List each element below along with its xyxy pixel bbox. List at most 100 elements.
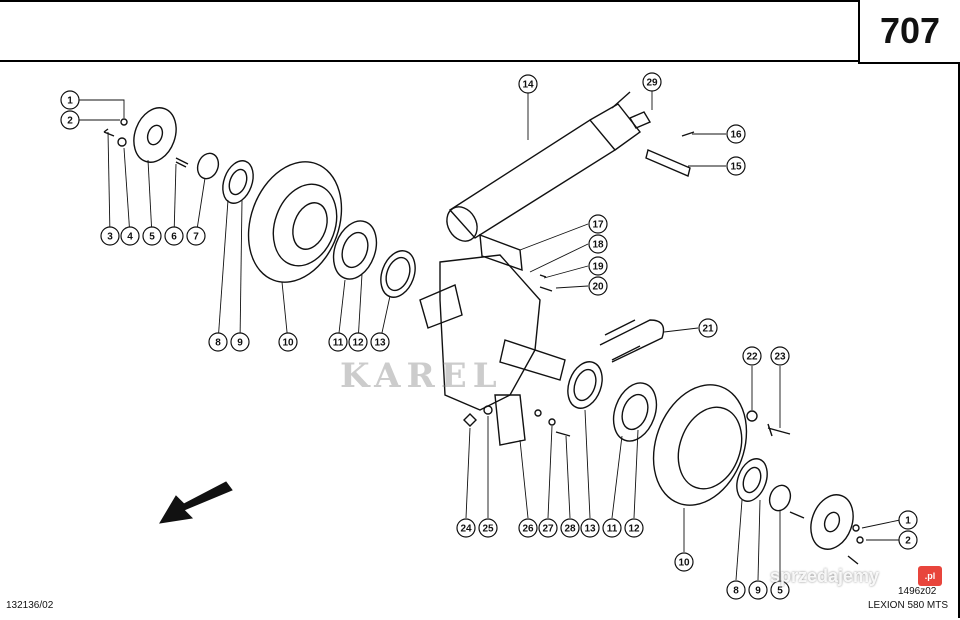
callout-label: 7 bbox=[193, 232, 199, 243]
seal-ring-right bbox=[567, 361, 603, 409]
callout-c12b: 12 bbox=[624, 518, 644, 538]
callout-label: 22 bbox=[746, 352, 758, 363]
callout-label: 10 bbox=[678, 558, 690, 569]
callout-label: 29 bbox=[646, 78, 658, 89]
callout-c28: 28 bbox=[560, 518, 580, 538]
callout-circle bbox=[518, 518, 538, 538]
seal-ring-left-inner bbox=[385, 256, 411, 292]
leader-line bbox=[337, 279, 346, 343]
callout-c3: 3 bbox=[100, 226, 120, 246]
drawing-parts bbox=[103, 91, 864, 565]
callout-label: 26 bbox=[522, 524, 534, 535]
callout-label: 1 bbox=[67, 96, 73, 107]
callout-circle bbox=[588, 276, 608, 296]
callout-label: 12 bbox=[628, 524, 640, 535]
leader-line bbox=[861, 519, 901, 529]
leader-line bbox=[217, 199, 229, 343]
callout-c10a: 10 bbox=[278, 332, 298, 352]
callout-c1a: 1 bbox=[60, 90, 80, 110]
callout-label: 28 bbox=[564, 524, 576, 535]
mounting-bracket bbox=[494, 394, 526, 446]
callout-label: 2 bbox=[905, 536, 911, 547]
callout-circle bbox=[726, 156, 746, 176]
doc-ref-right: 1496z02 bbox=[898, 586, 937, 597]
callout-label: 25 bbox=[482, 524, 494, 535]
leader-line bbox=[519, 439, 529, 519]
callout-c14: 14 bbox=[518, 74, 538, 94]
header-rule bbox=[0, 60, 858, 62]
callout-label: 18 bbox=[592, 240, 604, 251]
bearing-inner-mid bbox=[341, 231, 369, 269]
washer-part bbox=[483, 405, 493, 415]
callout-c10b: 10 bbox=[674, 552, 694, 572]
callout-circle bbox=[478, 518, 498, 538]
leader-lines bbox=[78, 90, 901, 581]
nut-part bbox=[463, 413, 477, 427]
shim-part bbox=[196, 152, 220, 180]
watermark: KAREL bbox=[340, 356, 503, 396]
callout-c7: 7 bbox=[186, 226, 206, 246]
hub-cap-right bbox=[810, 494, 854, 550]
callout-circle bbox=[120, 226, 140, 246]
model-label: LEXION 580 MTS bbox=[868, 600, 949, 611]
callout-label: 1 bbox=[905, 516, 911, 527]
wheel-hub-right bbox=[652, 384, 748, 506]
callout-c15: 15 bbox=[726, 156, 746, 176]
elbow-fitting bbox=[628, 111, 652, 129]
callout-c6: 6 bbox=[164, 226, 184, 246]
brand-watermark: sprzedajemy bbox=[770, 566, 880, 586]
callout-c25: 25 bbox=[478, 518, 498, 538]
callout-circle bbox=[278, 332, 298, 352]
callout-c20: 20 bbox=[588, 276, 608, 296]
washer-part bbox=[534, 409, 542, 417]
callout-label: 4 bbox=[127, 232, 133, 243]
callout-label: 14 bbox=[522, 80, 534, 91]
callout-label: 23 bbox=[774, 352, 786, 363]
callout-c5a: 5 bbox=[142, 226, 162, 246]
screw-part bbox=[175, 157, 189, 168]
knuckle-stub-left bbox=[419, 284, 463, 329]
callout-circle bbox=[60, 90, 80, 110]
callout-circle bbox=[642, 72, 662, 92]
bearing-outer-left bbox=[222, 160, 254, 204]
callout-c5b: 5 bbox=[770, 580, 790, 600]
callout-circle bbox=[742, 346, 762, 366]
callout-label: 9 bbox=[237, 338, 243, 349]
callout-label: 12 bbox=[352, 338, 364, 349]
leader-line bbox=[529, 243, 589, 273]
washer-part bbox=[120, 118, 128, 126]
leader-line bbox=[519, 223, 589, 251]
callout-label: 10 bbox=[282, 338, 294, 349]
callout-c11a: 11 bbox=[328, 332, 348, 352]
page-number: 707 bbox=[858, 0, 960, 64]
hub-cap-right-center bbox=[823, 511, 841, 533]
callout-c18: 18 bbox=[588, 234, 608, 254]
callout-label: 21 bbox=[702, 324, 714, 335]
callout-c12a: 12 bbox=[348, 332, 368, 352]
callout-c8b: 8 bbox=[726, 580, 746, 600]
leader-line bbox=[565, 435, 571, 519]
callout-label: 11 bbox=[607, 524, 618, 535]
callout-circle bbox=[100, 226, 120, 246]
bearing-outer-right bbox=[612, 382, 658, 442]
top-border bbox=[0, 0, 960, 2]
hub-cap-center bbox=[146, 124, 164, 146]
leader-line bbox=[465, 427, 471, 519]
seal-ring-right-inner bbox=[573, 368, 597, 402]
callout-label: 20 bbox=[592, 282, 604, 293]
cotter-pin bbox=[681, 131, 695, 137]
callout-label: 13 bbox=[584, 524, 596, 535]
seal-ring-left bbox=[380, 250, 416, 298]
callout-c9b: 9 bbox=[748, 580, 768, 600]
callout-circle bbox=[624, 518, 644, 538]
leader-line bbox=[107, 131, 111, 237]
pivot-pin bbox=[645, 149, 691, 177]
cylinder-hose bbox=[611, 91, 631, 109]
callout-c29: 29 bbox=[642, 72, 662, 92]
wheel-hub-left-bore bbox=[292, 202, 328, 250]
leader-line bbox=[757, 499, 761, 581]
callout-circle bbox=[726, 124, 746, 144]
shim-part bbox=[768, 484, 792, 512]
callout-label: 5 bbox=[777, 586, 783, 597]
